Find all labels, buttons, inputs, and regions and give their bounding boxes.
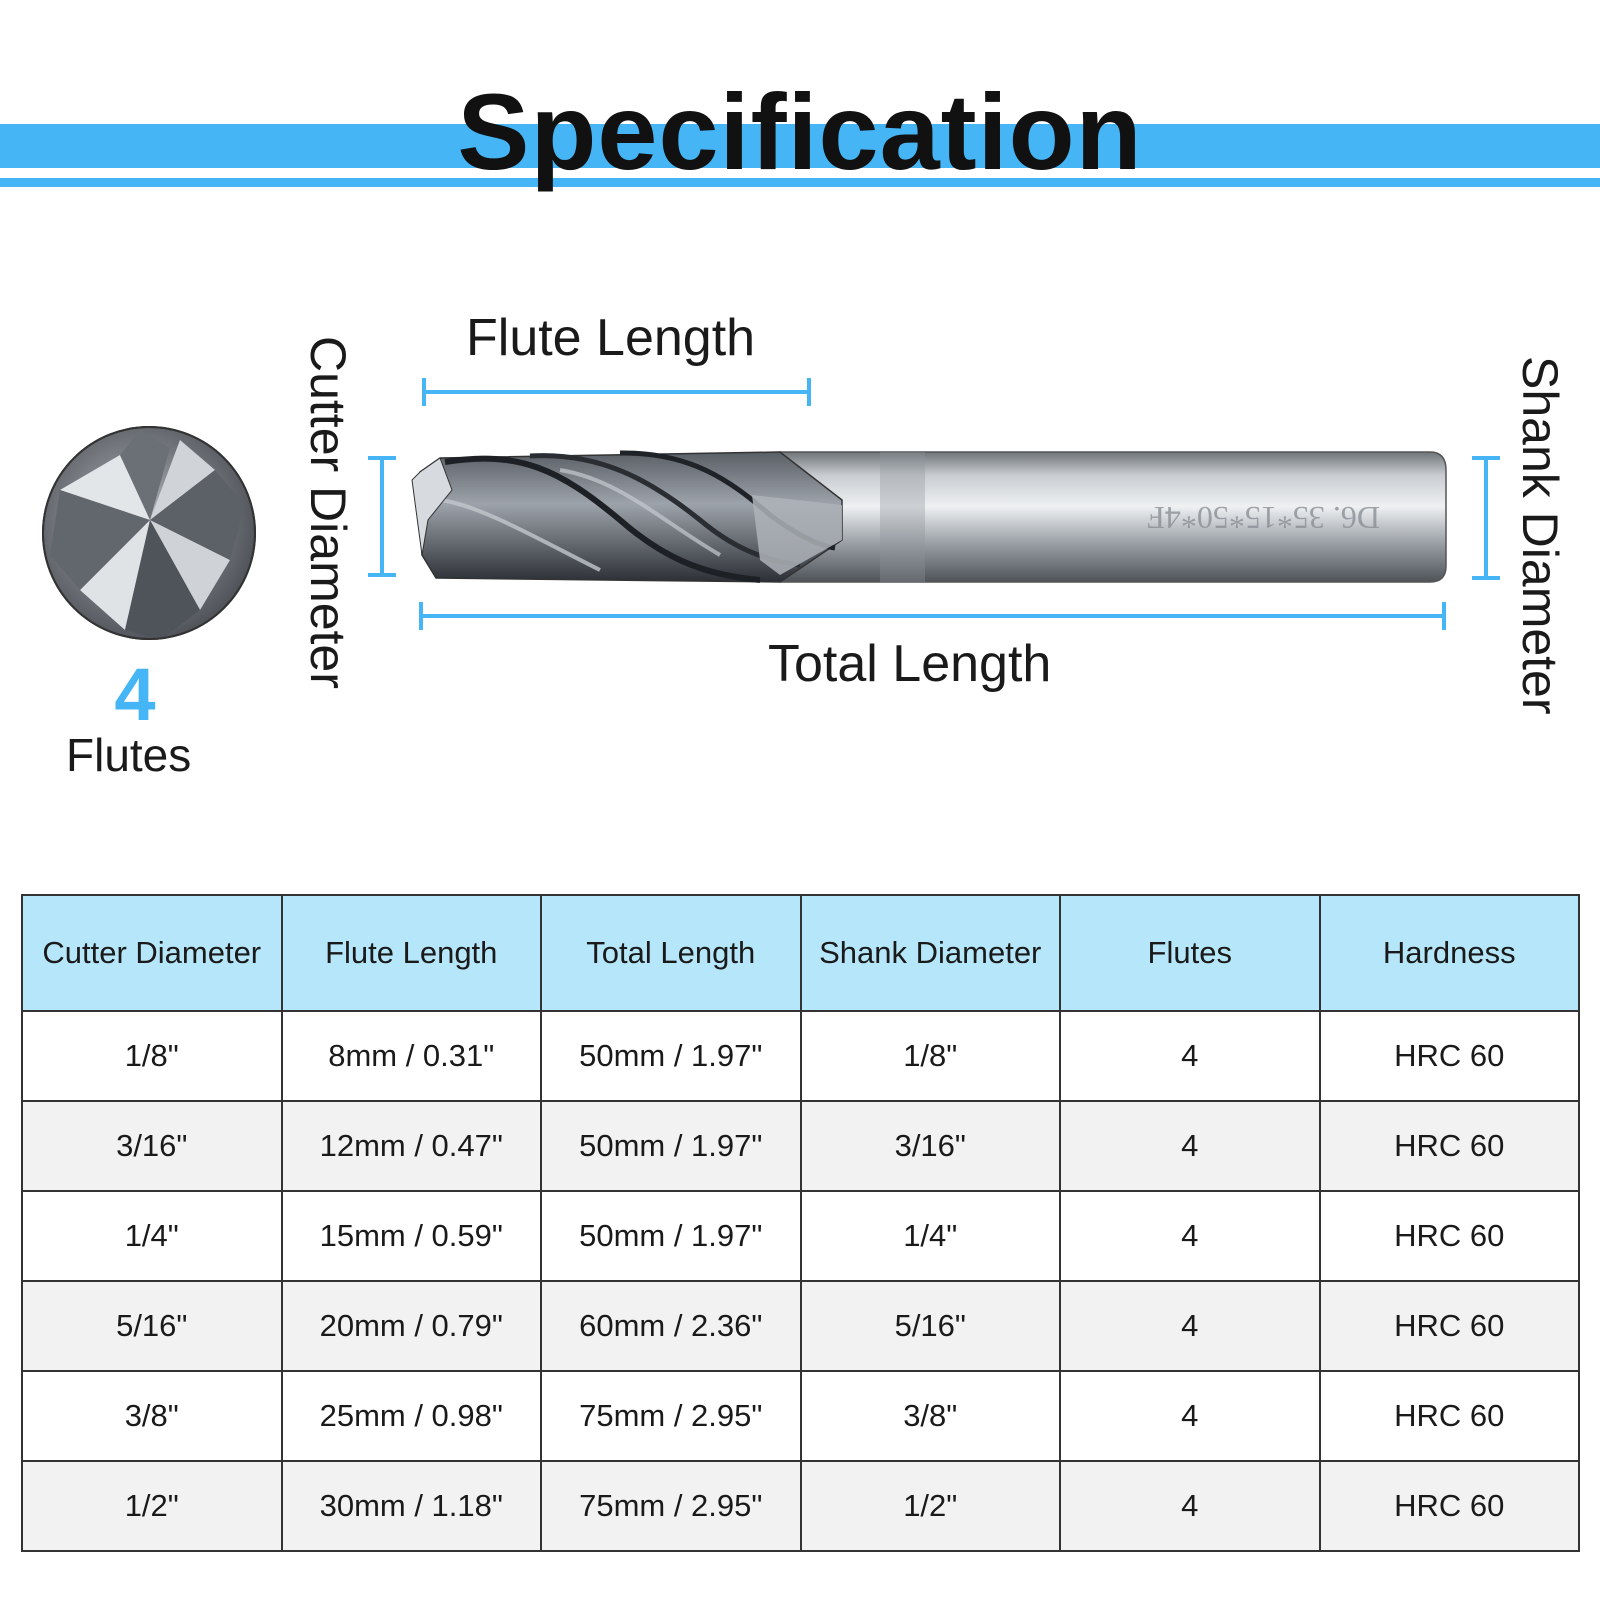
cell-hardness: HRC 60 xyxy=(1318,1370,1580,1462)
end-mill-diagram: D6. 35*15*50*4F xyxy=(42,378,1500,640)
cell-shank-diameter: 3/16" xyxy=(799,1100,1061,1192)
cell-shank-diameter: 1/8" xyxy=(799,1010,1061,1102)
cell-flutes: 4 xyxy=(1059,1010,1321,1102)
cell-hardness: HRC 60 xyxy=(1318,1280,1580,1372)
specification-table: Cutter Diameter Flute Length Total Lengt… xyxy=(21,894,1580,1552)
cell-shank-diameter: 5/16" xyxy=(799,1280,1061,1372)
cell-total-length: 75mm / 2.95" xyxy=(540,1460,802,1552)
dimension-lines xyxy=(368,378,1500,630)
cell-cutter-diameter: 1/4" xyxy=(21,1190,283,1282)
cell-flutes: 4 xyxy=(1059,1280,1321,1372)
flutes-label: Flutes xyxy=(66,729,192,781)
cell-shank-diameter: 1/2" xyxy=(799,1460,1061,1552)
title-band xyxy=(0,124,1600,168)
table-row: 1/2" 30mm / 1.18" 75mm / 2.95" 1/2" 4 HR… xyxy=(21,1460,1580,1552)
cell-total-length: 60mm / 2.36" xyxy=(540,1280,802,1372)
table-row: 1/8" 8mm / 0.31" 50mm / 1.97" 1/8" 4 HRC… xyxy=(21,1010,1580,1102)
table-row: 3/8" 25mm / 0.98" 75mm / 2.95" 3/8" 4 HR… xyxy=(21,1370,1580,1462)
cell-total-length: 50mm / 1.97" xyxy=(540,1010,802,1102)
cell-flute-length: 8mm / 0.31" xyxy=(280,1010,542,1102)
cell-flutes: 4 xyxy=(1059,1460,1321,1552)
cell-cutter-diameter: 1/8" xyxy=(21,1010,283,1102)
cell-flutes: 4 xyxy=(1059,1370,1321,1462)
cell-flute-length: 20mm / 0.79" xyxy=(280,1280,542,1372)
cell-total-length: 50mm / 1.97" xyxy=(540,1190,802,1282)
table-row: 5/16" 20mm / 0.79" 60mm / 2.36" 5/16" 4 … xyxy=(21,1280,1580,1372)
table-row: 1/4" 15mm / 0.59" 50mm / 1.97" 1/4" 4 HR… xyxy=(21,1190,1580,1282)
end-mill-image: D6. 35*15*50*4F xyxy=(411,450,1447,583)
cell-flute-length: 15mm / 0.59" xyxy=(280,1190,542,1282)
end-view-icon xyxy=(42,426,256,640)
cell-hardness: HRC 60 xyxy=(1318,1190,1580,1282)
title-band-line xyxy=(0,178,1600,187)
shank-diameter-label: Shank Diameter xyxy=(1512,356,1568,715)
header-total-length: Total Length xyxy=(540,894,802,1012)
cell-cutter-diameter: 3/8" xyxy=(21,1370,283,1462)
total-length-label: Total Length xyxy=(768,635,1052,693)
cell-flute-length: 30mm / 1.18" xyxy=(280,1460,542,1552)
cell-shank-diameter: 3/8" xyxy=(799,1370,1061,1462)
page-title: Specification xyxy=(457,71,1143,192)
header-flute-length: Flute Length xyxy=(280,894,542,1012)
cell-hardness: HRC 60 xyxy=(1318,1010,1580,1102)
header-shank-diameter: Shank Diameter xyxy=(799,894,1061,1012)
flutes-count: 4 xyxy=(114,653,156,736)
cell-total-length: 50mm / 1.97" xyxy=(540,1100,802,1192)
cell-flute-length: 25mm / 0.98" xyxy=(280,1370,542,1462)
header-cutter-diameter: Cutter Diameter xyxy=(21,894,283,1012)
cell-flutes: 4 xyxy=(1059,1190,1321,1282)
cell-hardness: HRC 60 xyxy=(1318,1460,1580,1552)
cell-cutter-diameter: 3/16" xyxy=(21,1100,283,1192)
cell-cutter-diameter: 1/2" xyxy=(21,1460,283,1552)
header-hardness: Hardness xyxy=(1318,894,1580,1012)
shank-marking: D6. 35*15*50*4F xyxy=(1147,500,1380,536)
cell-flute-length: 12mm / 0.47" xyxy=(280,1100,542,1192)
cell-shank-diameter: 1/4" xyxy=(799,1190,1061,1282)
cell-cutter-diameter: 5/16" xyxy=(21,1280,283,1372)
cell-hardness: HRC 60 xyxy=(1318,1100,1580,1192)
table-header-row: Cutter Diameter Flute Length Total Lengt… xyxy=(21,894,1580,1012)
cutter-diameter-label: Cutter Diameter xyxy=(300,336,356,689)
header-flutes: Flutes xyxy=(1059,894,1321,1012)
cell-flutes: 4 xyxy=(1059,1100,1321,1192)
cell-total-length: 75mm / 2.95" xyxy=(540,1370,802,1462)
table-row: 3/16" 12mm / 0.47" 50mm / 1.97" 3/16" 4 … xyxy=(21,1100,1580,1192)
flute-length-label: Flute Length xyxy=(466,309,756,367)
